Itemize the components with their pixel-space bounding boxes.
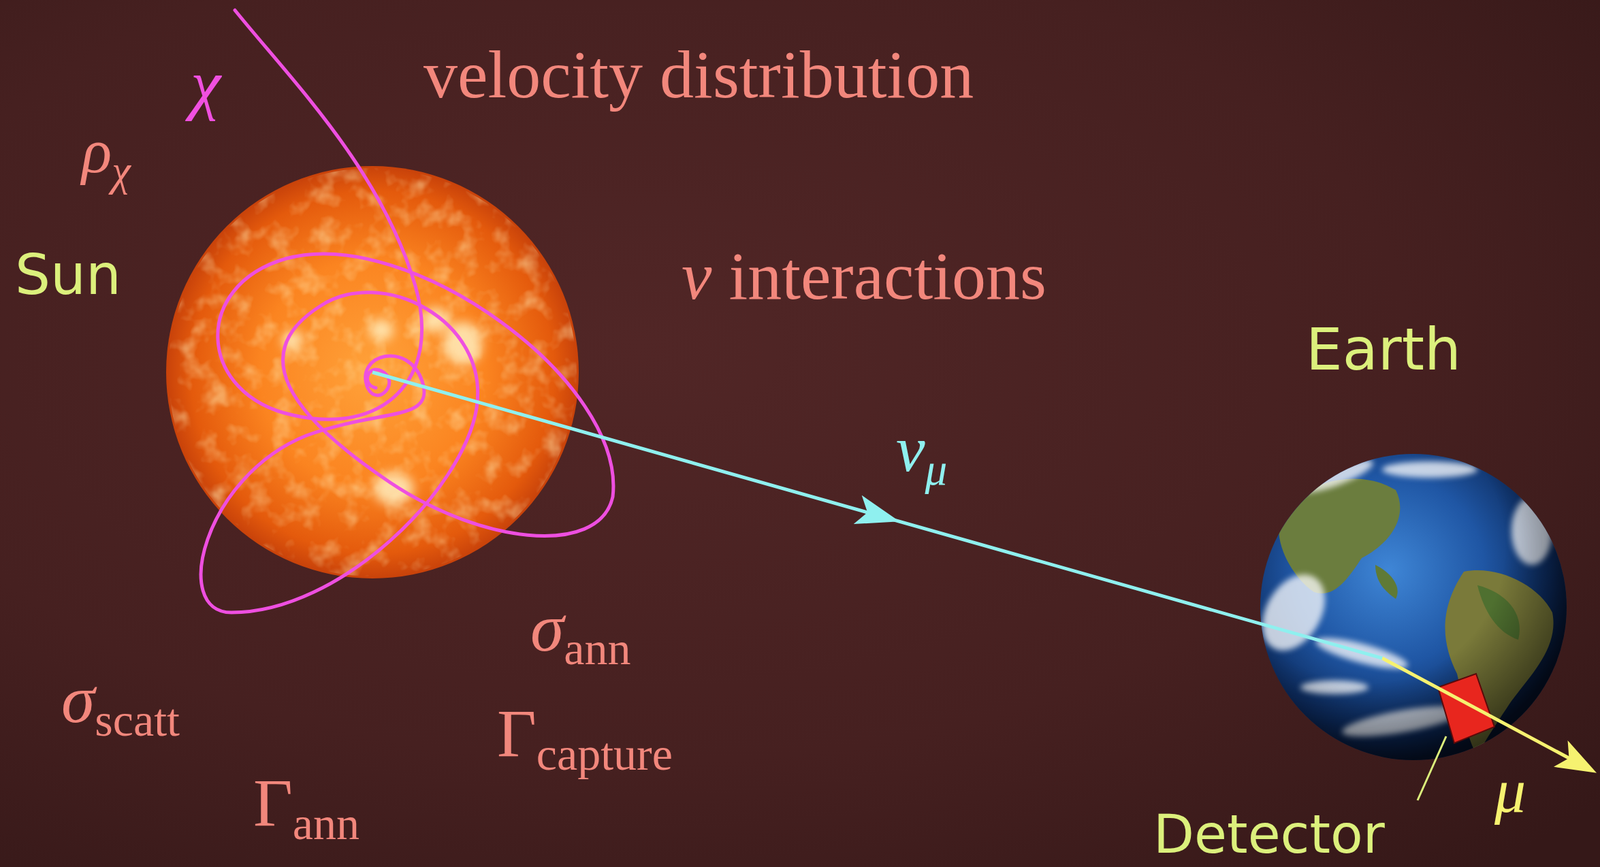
sun-node: Sun: [166, 166, 579, 579]
text-run: σ: [61, 661, 95, 738]
earth-node: DetectorEarth: [1260, 454, 1567, 761]
earth-picture: [1249, 453, 1567, 761]
text-run: ann: [563, 622, 631, 675]
text-run: χ: [190, 46, 221, 122]
text-run: scatt: [94, 694, 180, 747]
leader-line: [1417, 736, 1447, 801]
neutrino-arrow: [372, 372, 1383, 659]
node-label: Detector: [1153, 808, 1385, 862]
text-run: interactions: [711, 238, 1047, 314]
text-run: Γ: [253, 765, 293, 841]
detector-node: Detector: [1433, 674, 1496, 745]
text-run: Γ: [497, 695, 537, 772]
text-run: μ: [1494, 756, 1526, 826]
quantity-label: ν interactions: [681, 236, 1047, 316]
text-run: μ: [925, 445, 948, 495]
text-run: ann: [292, 797, 360, 850]
text-run: ρ: [81, 116, 112, 186]
quantity-label: velocity distribution: [423, 35, 974, 114]
muon-symbol: μ: [1494, 755, 1526, 828]
text-run: σ: [530, 590, 564, 666]
density-symbol: ρχ: [81, 115, 131, 188]
rate-symbol: Γann: [253, 763, 360, 843]
rate-symbol: Γcapture: [497, 694, 673, 773]
edge-label: νμ: [896, 411, 948, 487]
cross-section-symbol: σscatt: [61, 660, 180, 739]
text-run: velocity distribution: [423, 36, 974, 113]
node-label: Earth: [1305, 320, 1462, 379]
cross-section-symbol: σann: [530, 588, 632, 668]
node-label: Sun: [14, 247, 122, 303]
text-run: χ: [111, 147, 131, 195]
detector-square: [1437, 674, 1495, 744]
muon-track: [1382, 658, 1592, 771]
text-run: ν: [896, 412, 926, 486]
text-run: capture: [536, 728, 673, 781]
particle-symbol: χ: [190, 44, 221, 124]
text-run: ν: [681, 238, 712, 314]
